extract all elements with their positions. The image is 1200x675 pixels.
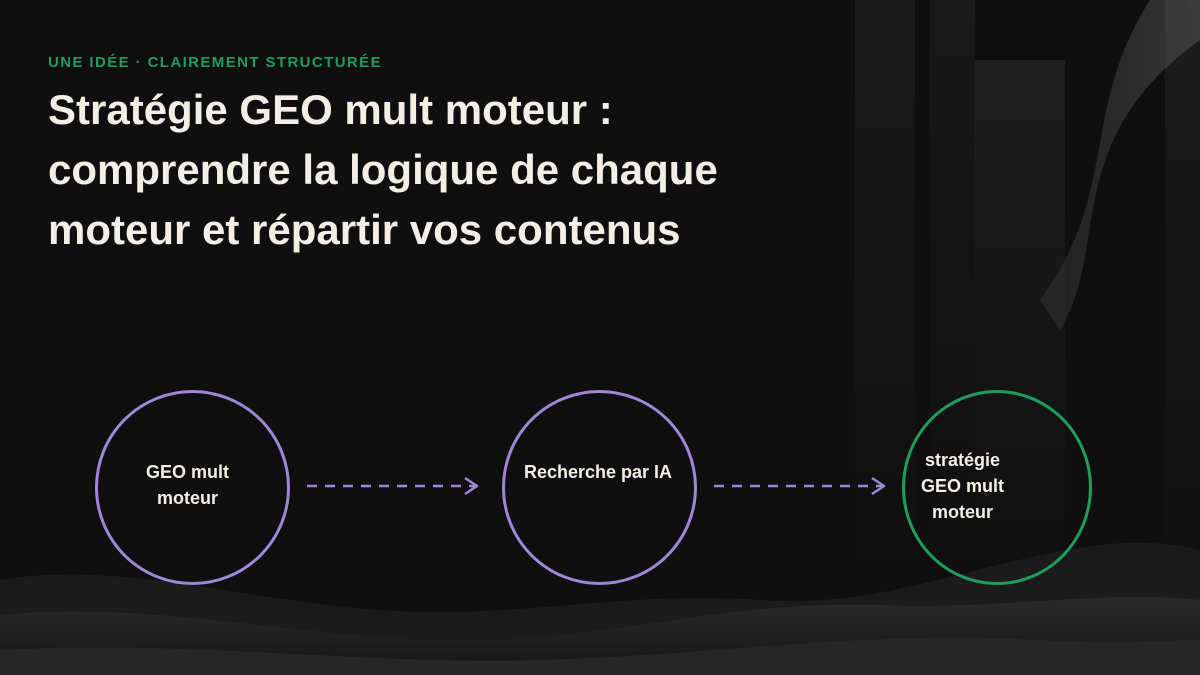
diagram-node-label-1: GEO mult moteur xyxy=(145,462,229,508)
arrow-2 xyxy=(714,476,886,496)
diagram-node-strategie-geo-mult-moteur xyxy=(902,390,1092,585)
diagram-node-label-2: Recherche par IA xyxy=(523,462,673,482)
page-title: Stratégie GEO mult moteur : comprendre l… xyxy=(48,86,718,253)
arrow-1 xyxy=(307,476,479,496)
eyebrow-label: UNE IDÉE · CLAIREMENT STRUCTURÉE xyxy=(48,54,382,71)
diagram-node-geo-mult-moteur xyxy=(95,390,290,585)
diagram-node-recherche-par-ia xyxy=(502,390,697,585)
diagram-node-label-3: stratégie GEO mult moteur xyxy=(920,450,1004,522)
